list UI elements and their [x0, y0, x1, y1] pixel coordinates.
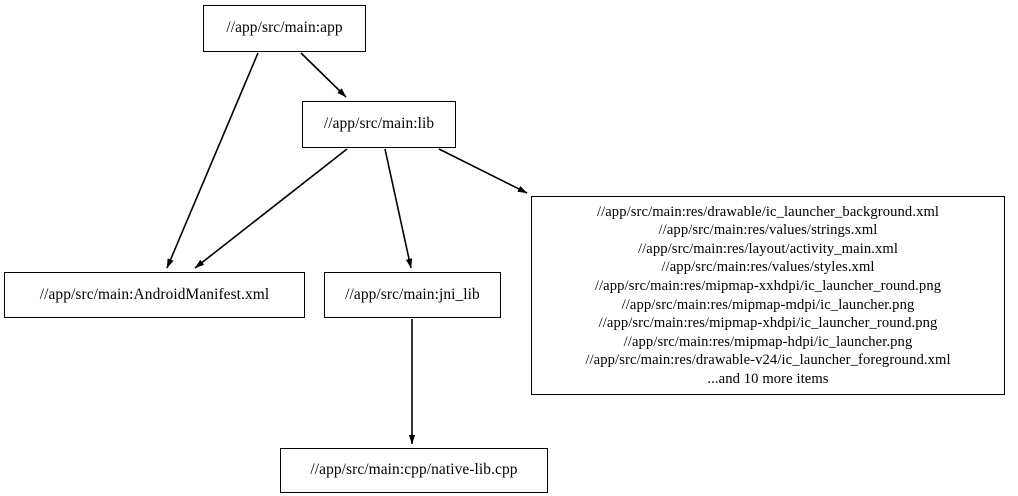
node-lib[interactable]: //app/src/main:lib: [302, 101, 456, 148]
edge-lib-to-manifest: [194, 148, 348, 269]
node-app[interactable]: //app/src/main:app: [203, 5, 366, 52]
node-lib-label: //app/src/main:lib: [323, 115, 435, 133]
node-native-lib-cpp-label: //app/src/main:cpp/native-lib.cpp: [310, 461, 518, 479]
node-app-label: //app/src/main:app: [226, 19, 343, 37]
node-resources-label: //app/src/main:res/drawable/ic_launcher_…: [585, 203, 951, 387]
edge-lib-to-resources: [438, 148, 528, 194]
node-native-lib-cpp[interactable]: //app/src/main:cpp/native-lib.cpp: [280, 448, 548, 493]
edge-app-to-lib: [300, 52, 347, 98]
edge-app-to-manifest: [166, 52, 259, 269]
node-resources[interactable]: //app/src/main:res/drawable/ic_launcher_…: [531, 196, 1005, 395]
node-android-manifest-label: //app/src/main:AndroidManifest.xml: [39, 285, 270, 303]
edge-lib-to-jni-lib: [384, 148, 413, 269]
node-jni-lib-label: //app/src/main:jni_lib: [345, 285, 480, 303]
node-android-manifest[interactable]: //app/src/main:AndroidManifest.xml: [4, 272, 305, 318]
node-jni-lib[interactable]: //app/src/main:jni_lib: [324, 272, 501, 318]
